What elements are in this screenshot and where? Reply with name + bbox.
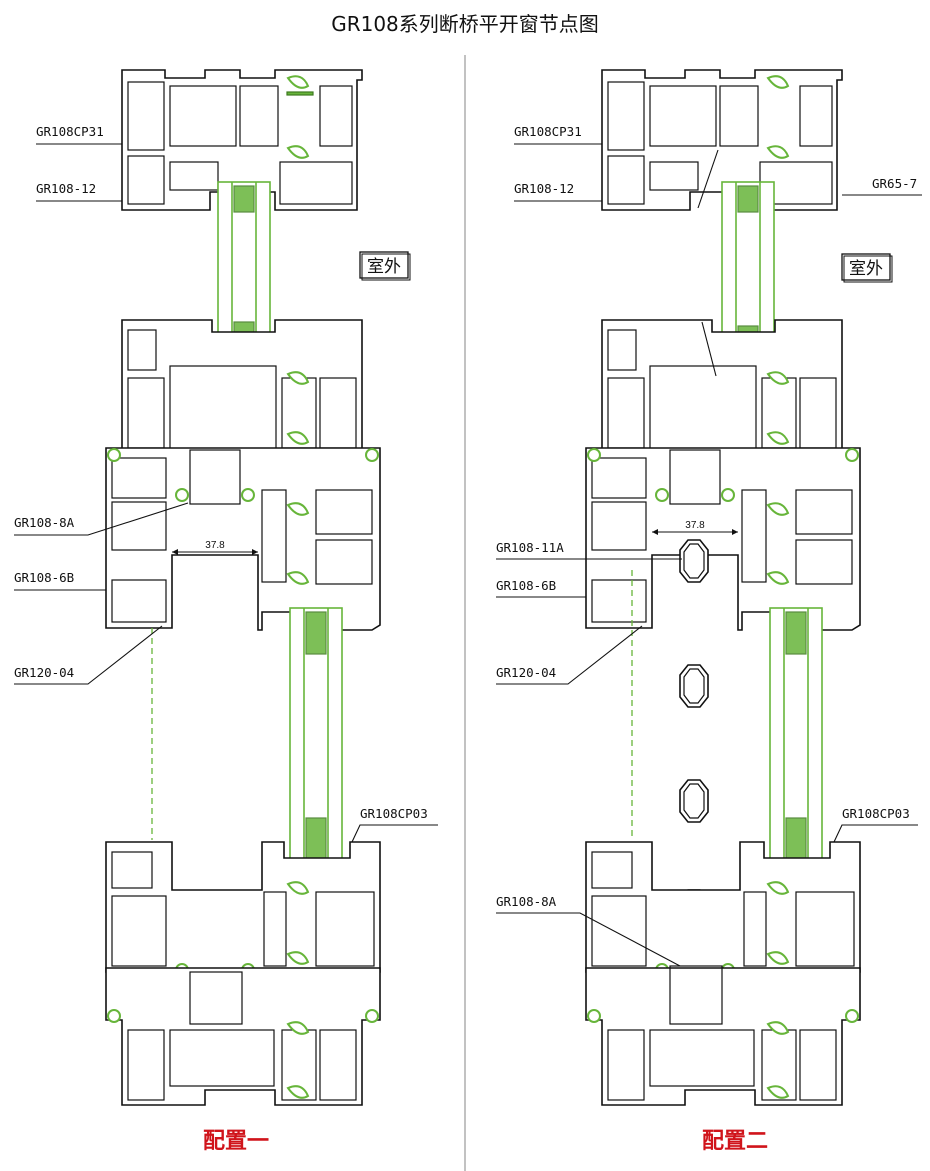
- dimension-value-2: 37.8: [685, 520, 705, 531]
- dimension-37-8-2: 37.8: [652, 520, 738, 535]
- label-gr108cp03-2: GR108CP03: [842, 806, 910, 821]
- label-gr108-6b: GR108-6B: [14, 570, 74, 585]
- dimension-value: 37.8: [205, 540, 225, 551]
- dimension-37-8: 37.8: [172, 540, 258, 555]
- diagram-title: GR108系列断桥平开窗节点图: [331, 12, 599, 36]
- upper-sash-profile: [121, 319, 363, 456]
- mullion-profile: [105, 447, 381, 631]
- label-gr108cp31-2: GR108CP31: [514, 124, 582, 139]
- label-gr108-6b-2: GR108-6B: [496, 578, 556, 593]
- outside-label-2: 室外: [849, 259, 883, 279]
- upper-glass-unit: [217, 181, 271, 351]
- top-frame-profile: [121, 69, 363, 211]
- config-2-caption: 配置二: [702, 1129, 768, 1154]
- config-1-drawing: 室外: [14, 69, 438, 1154]
- bottom-frame-profile-2: [585, 965, 861, 1106]
- top-frame-profile-2: [601, 69, 843, 211]
- label-gr120-04-2: GR120-04: [496, 665, 556, 680]
- octagon-spacers: [679, 539, 709, 933]
- label-gr108-11a: GR108-11A: [496, 540, 564, 555]
- upper-sash-profile-2: [601, 319, 843, 456]
- label-gr108-12-2: GR108-12: [514, 181, 574, 196]
- bottom-sash-profile: [105, 841, 381, 977]
- bottom-sash-profile-2: [585, 841, 861, 977]
- lower-glass-unit: [289, 607, 343, 865]
- outside-tag: 室外: [359, 251, 411, 281]
- config-2-drawing: 室外: [496, 69, 922, 1154]
- label-gr108-8a-2: GR108-8A: [496, 894, 557, 909]
- label-gr108cp31: GR108CP31: [36, 124, 104, 139]
- outside-label: 室外: [367, 257, 401, 277]
- label-gr108cp03: GR108CP03: [360, 806, 428, 821]
- label-gr120-04: GR120-04: [14, 665, 74, 680]
- label-gr65-7: GR65-7: [872, 176, 917, 191]
- outside-tag-2: 室外: [841, 253, 893, 283]
- lower-glass-unit-2: [769, 607, 823, 865]
- mullion-profile-2: [585, 447, 861, 631]
- config-1-caption: 配置一: [203, 1129, 269, 1154]
- label-gr108-8a: GR108-8A: [14, 515, 75, 530]
- label-gr108-12: GR108-12: [36, 181, 96, 196]
- bottom-frame-profile: [105, 967, 381, 1106]
